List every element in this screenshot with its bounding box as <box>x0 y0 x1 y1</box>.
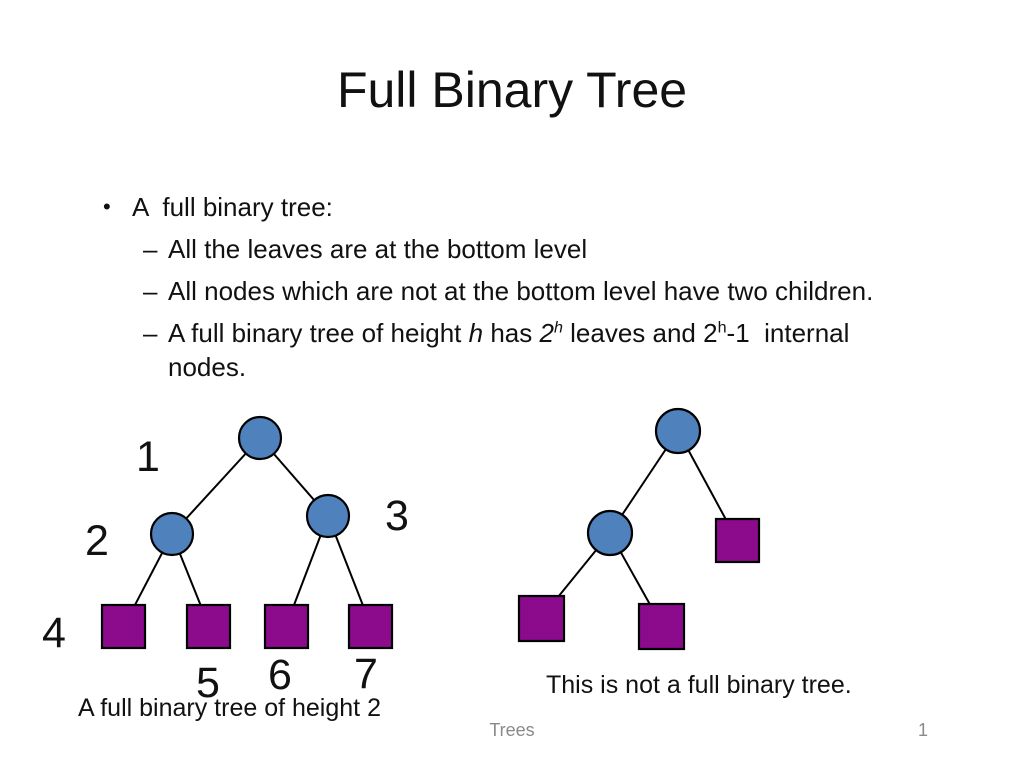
sub3-text-4: -1 internal <box>726 318 850 348</box>
sub3-text-3: leaves and 2 <box>562 318 718 348</box>
footer-page-number: 1 <box>917 720 928 740</box>
leaf-node-square <box>637 602 686 651</box>
leaf-node-square <box>263 603 310 650</box>
bullet-item-sub2: – All nodes which are not at the bottom … <box>103 274 933 308</box>
internal-node-circle <box>237 415 283 461</box>
bullet-glyph-icon: • <box>103 194 111 219</box>
sub3-text-1: A full binary tree of height <box>168 318 469 348</box>
sub3-superscript-h: h <box>717 318 727 337</box>
leaf-node-square <box>347 603 394 650</box>
sub3-text-2: has <box>483 318 540 348</box>
internal-node-circle <box>654 407 702 455</box>
dash-glyph-icon: – <box>143 234 158 264</box>
sub3-italic-h: h <box>468 318 484 348</box>
right-tree-caption: This is not a full binary tree. <box>546 671 852 699</box>
sub3-superscript-h-italic: h <box>553 318 563 337</box>
internal-node-circle <box>149 511 195 557</box>
bullet-sub3-richtext: A full binary tree of height h has 2h le… <box>168 316 849 384</box>
node-label-3: 3 <box>385 492 409 540</box>
dash-glyph-icon: – <box>143 318 158 348</box>
footer-title: Trees <box>489 720 535 740</box>
node-label-5: 5 <box>196 659 220 707</box>
sub3-text-5: nodes. <box>168 352 247 382</box>
bullet-sub1-text: All the leaves are at the bottom level <box>168 234 588 264</box>
left-tree-diagram: 1 2 3 4 5 6 7 <box>42 415 409 707</box>
sub3-italic-2: 2 <box>539 318 554 348</box>
internal-node-circle <box>305 493 351 539</box>
leaf-node-square <box>185 603 232 650</box>
bullet-item-sub1: – All the leaves are at the bottom level <box>103 232 933 266</box>
leaf-node-square <box>517 594 566 643</box>
right-tree-diagram <box>517 407 761 651</box>
node-label-4: 4 <box>42 609 66 657</box>
bullet-item-sub3: – A full binary tree of height h has 2h … <box>103 316 933 384</box>
node-label-7: 7 <box>354 650 378 698</box>
left-tree-caption: A full binary tree of height 2 <box>78 694 381 722</box>
bullet-item-main: • A full binary tree: <box>103 190 933 224</box>
node-label-1: 1 <box>136 433 160 481</box>
bullet-list: • A full binary tree: – All the leaves a… <box>103 190 933 392</box>
internal-node-circle <box>586 509 634 557</box>
bullet-sub2-text: All nodes which are not at the bottom le… <box>168 276 874 306</box>
node-label-6: 6 <box>268 651 292 699</box>
leaf-node-square <box>714 517 761 564</box>
node-label-2: 2 <box>85 517 109 565</box>
leaf-node-square <box>100 603 147 650</box>
slide-title: Full Binary Tree <box>336 62 688 118</box>
dash-glyph-icon: – <box>143 276 158 306</box>
bullet-main-text: A full binary tree: <box>132 192 333 222</box>
